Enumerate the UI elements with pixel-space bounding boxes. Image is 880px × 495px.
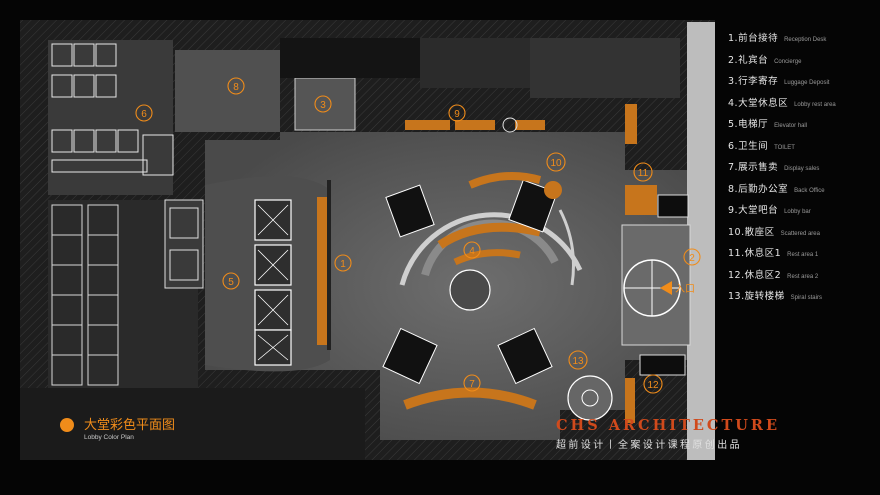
lobby-bar [405,120,545,130]
scattered-seating [544,181,562,199]
service-room [280,38,420,78]
area-label-13: 13 [572,356,584,367]
service-elevator [164,199,204,289]
luggage-room [294,77,356,131]
entrance-vestibule [621,224,691,346]
caption-dot-icon [60,418,74,432]
round-table [449,269,491,311]
spiral-stairs [567,375,613,421]
back-office [175,50,280,132]
display-table [382,327,438,385]
area-label-6: 6 [141,109,147,120]
service-room [420,38,530,88]
area-label-2: 2 [689,253,695,264]
rest-area-arc [399,212,583,286]
area-label-9: 9 [454,109,460,120]
area-label-1: 1 [340,259,346,270]
reception-desk [317,197,327,345]
area-label-11: 11 [638,168,649,179]
caption-panel [20,388,365,460]
area-label-7: 7 [469,379,475,390]
brand-watermark: CHS ARCHITECTURE 超前设计丨全案设计课程原创出品 [556,417,856,451]
sales-counter [403,387,537,410]
area-label-10: 10 [550,158,562,169]
rest-area-2 [625,378,635,423]
entrance-arrow-icon [660,281,672,295]
brand-tagline: 超前设计丨全案设计课程原创出品 [556,440,742,451]
display-table [385,184,435,238]
area-label-3: 3 [320,100,326,111]
brand-name: CHS ARCHITECTURE [556,417,781,434]
display-table [497,327,553,385]
glass-facade [687,22,715,460]
service-room [530,38,680,98]
caption-title: 大堂彩色平面图 [84,418,176,433]
area-label-5: 5 [228,277,234,288]
rest-area-1 [625,185,657,215]
area-label-4: 4 [469,246,475,257]
caption-subtitle: Lobby Color Plan [84,434,134,441]
scattered-seating [468,172,542,189]
entrance-label: 入口 [675,284,695,295]
area-label-12: 12 [647,380,659,391]
area-label-8: 8 [233,82,239,93]
